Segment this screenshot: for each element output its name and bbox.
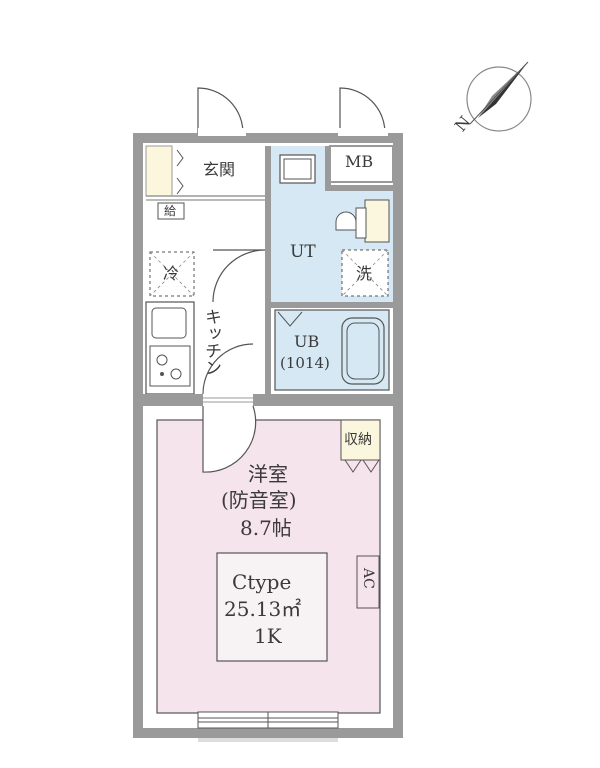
label-ac: AC bbox=[360, 568, 376, 589]
storage-closet bbox=[340, 419, 381, 461]
label-water-heater: 給 bbox=[164, 204, 177, 218]
label-ub-size: (1014) bbox=[280, 354, 330, 372]
unit-layout: 1K bbox=[254, 624, 282, 648]
kitchen-counter bbox=[145, 301, 195, 395]
label-kitchen: キッチン bbox=[201, 308, 221, 376]
label-washer: 洗 bbox=[356, 264, 373, 283]
label-room-size: 8.7帖 bbox=[240, 516, 292, 540]
mb-door bbox=[339, 87, 386, 134]
label-ub: UB bbox=[294, 332, 320, 351]
ac-unit bbox=[356, 555, 380, 609]
unit-type: Ctype bbox=[232, 570, 292, 594]
label-soundproof: (防音室) bbox=[221, 488, 297, 512]
unit-area: 25.13㎡ bbox=[224, 597, 302, 621]
compass-icon bbox=[466, 61, 532, 132]
label-western-room: 洋室 bbox=[248, 462, 288, 486]
label-fridge: 冷 bbox=[163, 264, 180, 283]
kitchen-door bbox=[202, 343, 254, 395]
label-storage: 収納 bbox=[344, 432, 372, 448]
bath-door bbox=[212, 249, 266, 303]
label-ut: UT bbox=[290, 242, 316, 262]
entrance-door bbox=[197, 87, 244, 134]
label-mb: MB bbox=[345, 152, 374, 171]
unit-info-box bbox=[216, 552, 328, 662]
entrance-floor bbox=[145, 145, 173, 197]
room-door bbox=[202, 405, 257, 473]
label-entrance: 玄関 bbox=[203, 160, 236, 179]
